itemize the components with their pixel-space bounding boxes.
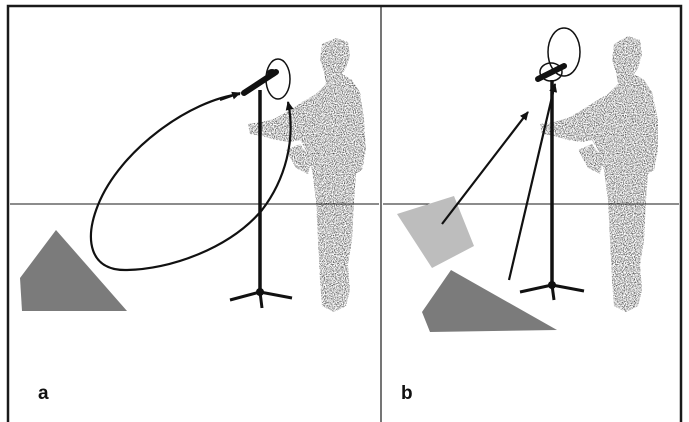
speaker-icon	[422, 270, 557, 332]
sound-path-arrow-icon	[507, 83, 558, 281]
panel-a: a	[10, 38, 379, 404]
panel-b: b	[383, 27, 679, 404]
pickup-pattern-icon	[265, 58, 291, 100]
speaker-icon	[397, 196, 474, 268]
sound-path-arrow-icon	[441, 111, 529, 225]
sound-path-arrow-icon	[89, 92, 294, 272]
panel-label-b: b	[401, 383, 413, 404]
singer-silhouette-icon	[540, 36, 658, 312]
speaker-icon	[20, 230, 127, 311]
figure-frame	[6, 4, 683, 422]
panel-label-a: a	[38, 383, 49, 404]
sound-path-arrow-icon	[219, 91, 241, 102]
singer-silhouette-icon	[248, 38, 366, 312]
pickup-pattern-icon	[539, 27, 581, 82]
microphone-stand-icon	[229, 69, 293, 309]
